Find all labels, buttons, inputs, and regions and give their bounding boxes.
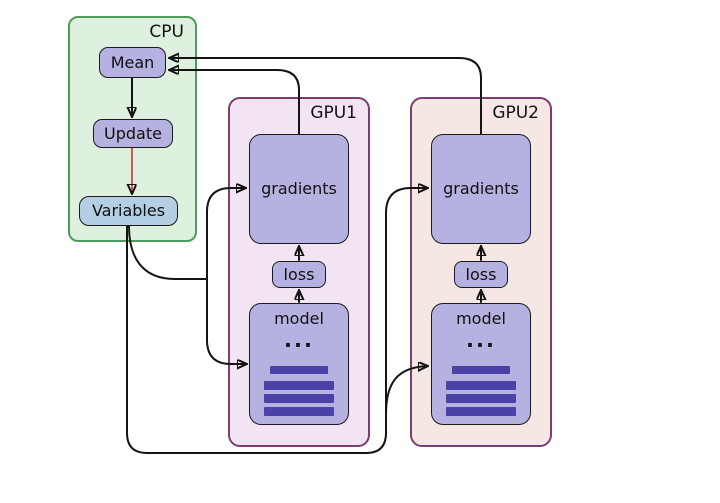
model-ellipsis-gpu2: ...	[466, 328, 496, 352]
model-ellipsis-gpu1: ...	[284, 328, 314, 352]
variables-node: Variables	[79, 196, 178, 226]
model-layer-bar	[446, 394, 516, 403]
model-layer-bar	[264, 394, 334, 403]
gradients-node-gpu1: gradients	[249, 134, 349, 244]
model-layer-bar	[446, 381, 516, 390]
mean-node-label: Mean	[110, 52, 155, 72]
loss-node-gpu1: loss	[272, 261, 326, 288]
model-layer-bar	[264, 407, 334, 416]
cpu-group-label: CPU	[149, 22, 184, 42]
model-node-gpu2-label: model	[456, 309, 506, 328]
model-layer-bar	[264, 381, 334, 390]
model-node-gpu2: model ...	[431, 303, 531, 425]
mean-node: Mean	[99, 47, 166, 78]
update-node: Update	[93, 119, 173, 148]
model-layer-bar	[446, 407, 516, 416]
update-node-label: Update	[104, 123, 162, 143]
loss-node-gpu1-label: loss	[283, 264, 315, 284]
loss-node-gpu2: loss	[454, 261, 508, 288]
gradients-node-gpu1-label: gradients	[261, 179, 337, 198]
model-node-gpu1-label: model	[274, 309, 324, 328]
gradients-node-gpu2: gradients	[431, 134, 531, 244]
loss-node-gpu2-label: loss	[465, 264, 497, 284]
model-layer-bar	[452, 366, 510, 374]
gpu2-group-label: GPU2	[492, 103, 539, 123]
model-layer-bar	[270, 366, 328, 374]
gradients-node-gpu2-label: gradients	[443, 179, 519, 198]
variables-node-label: Variables	[91, 201, 166, 220]
gpu1-group-label: GPU1	[310, 103, 357, 123]
model-node-gpu1: model ...	[249, 303, 349, 425]
